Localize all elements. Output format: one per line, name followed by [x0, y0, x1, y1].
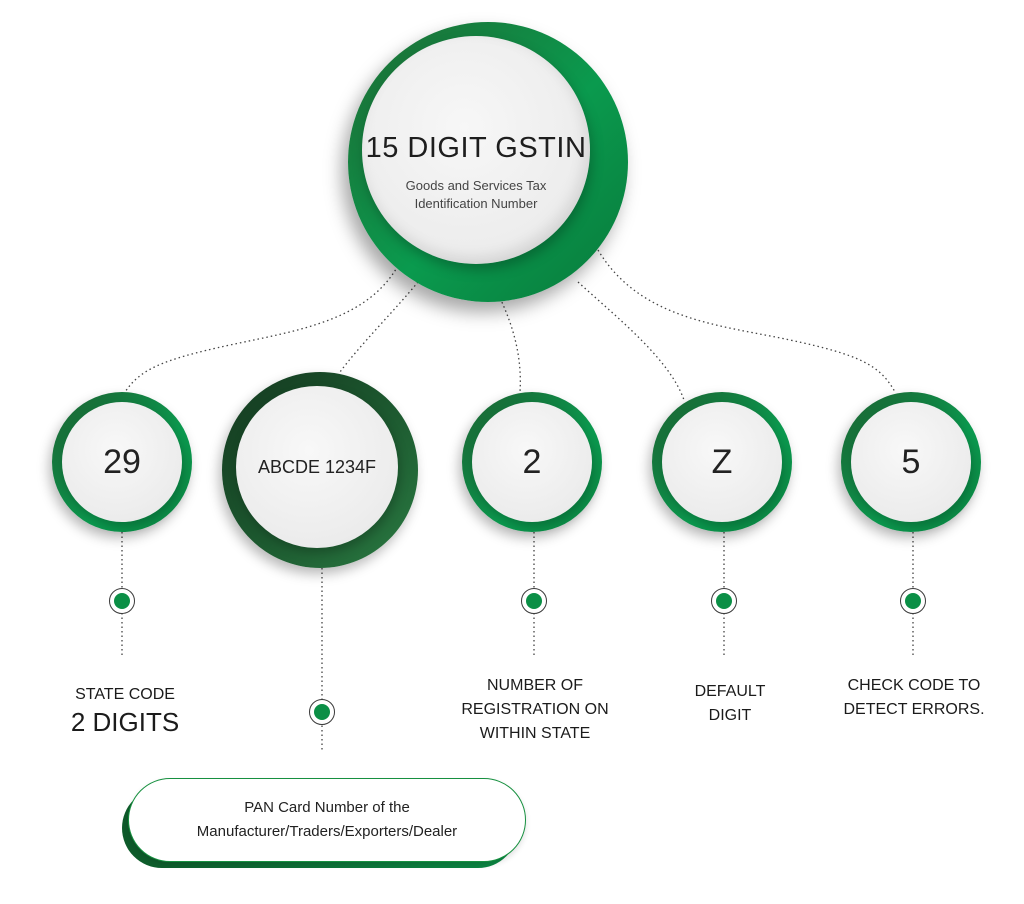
registration-circle: 2 [472, 402, 592, 522]
check-code-label-line1: CHECK CODE TO [847, 677, 981, 694]
default-digit-label-line2: DIGIT [708, 707, 752, 724]
registration-label: NUMBER OF REGISTRATION ON WITHIN STATE [449, 674, 621, 746]
connector-main-to-pan [339, 281, 419, 373]
check-code-label: CHECK CODE TO DETECT ERRORS. [830, 674, 998, 722]
pan-node [309, 699, 335, 725]
default-digit-label: DEFAULT DIGIT [660, 680, 800, 728]
node-dot [114, 593, 130, 609]
check-code-node [900, 588, 926, 614]
gstin-title: 15 DIGIT GSTIN [365, 132, 587, 164]
check-code-label-line2: DETECT ERRORS. [843, 701, 985, 718]
pan-description-pill: PAN Card Number of the Manufacturer/Trad… [128, 778, 526, 862]
pan-description-line1: PAN Card Number of the [244, 799, 410, 816]
default-digit-label-line1: DEFAULT [694, 683, 766, 700]
gstin-subtitle-line2: Identification Number [414, 196, 538, 211]
default-digit-node [711, 588, 737, 614]
registration-label-line3: WITHIN STATE [479, 725, 591, 742]
state-code-circle: 29 [62, 402, 182, 522]
check-code-circle: 5 [851, 402, 971, 522]
pan-circle: ABCDE 1234F [236, 386, 398, 548]
gstin-main-circle: 15 DIGIT GSTIN Goods and Services Tax Id… [362, 36, 590, 264]
state-code-label: STATE CODE 2 DIGITS [40, 683, 210, 737]
gstin-subtitle-line1: Goods and Services Tax [405, 178, 547, 193]
default-digit-circle: Z [662, 402, 782, 522]
node-dot [526, 593, 542, 609]
state-code-label-line1: STATE CODE [75, 686, 175, 703]
state-code-label-line2: 2 DIGITS [70, 707, 180, 737]
state-code-node [109, 588, 135, 614]
connector-main-to-29 [124, 261, 401, 393]
registration-label-line2: REGISTRATION ON [461, 701, 609, 718]
node-dot [314, 704, 330, 720]
connector-main-to-z [577, 281, 685, 401]
node-dot [905, 593, 921, 609]
registration-node [521, 588, 547, 614]
registration-label-line1: NUMBER OF [487, 677, 583, 694]
pan-description-line2: Manufacturer/Traders/Exporters/Dealer [196, 823, 458, 840]
connector-main-to-5 [597, 249, 896, 393]
connector-main-to-2 [499, 297, 521, 393]
node-dot [716, 593, 732, 609]
